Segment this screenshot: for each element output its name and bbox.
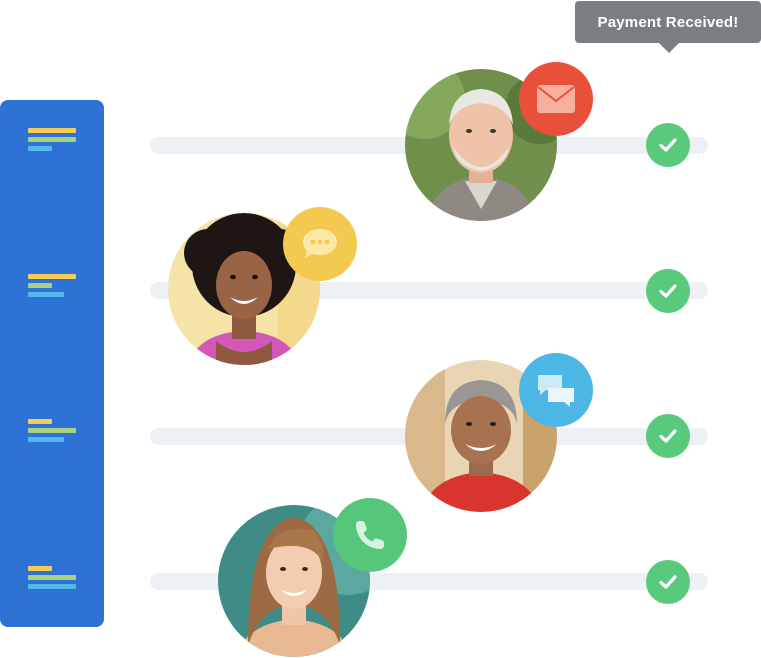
phone-icon [356, 521, 384, 549]
chat-bubble-icon [303, 229, 337, 258]
email-badge[interactable] [519, 62, 593, 136]
messages-icon [538, 375, 574, 407]
sidebar [0, 100, 104, 627]
payment-received-tooltip: Payment Received! [575, 1, 761, 43]
sidebar-item-3[interactable] [28, 419, 76, 446]
sidebar-item-1[interactable] [28, 128, 76, 155]
phone-badge[interactable] [333, 498, 407, 572]
tooltip-arrow [659, 43, 679, 53]
chat-badge[interactable] [283, 207, 357, 281]
checkmark-icon [646, 560, 690, 604]
checkmark-icon [646, 414, 690, 458]
sidebar-item-4[interactable] [28, 566, 76, 593]
checkmark-icon [646, 123, 690, 167]
envelope-icon [537, 85, 575, 113]
checkmark-icon [646, 269, 690, 313]
tooltip-text: Payment Received! [597, 13, 739, 31]
messages-badge[interactable] [519, 353, 593, 427]
sidebar-item-2[interactable] [28, 274, 76, 301]
